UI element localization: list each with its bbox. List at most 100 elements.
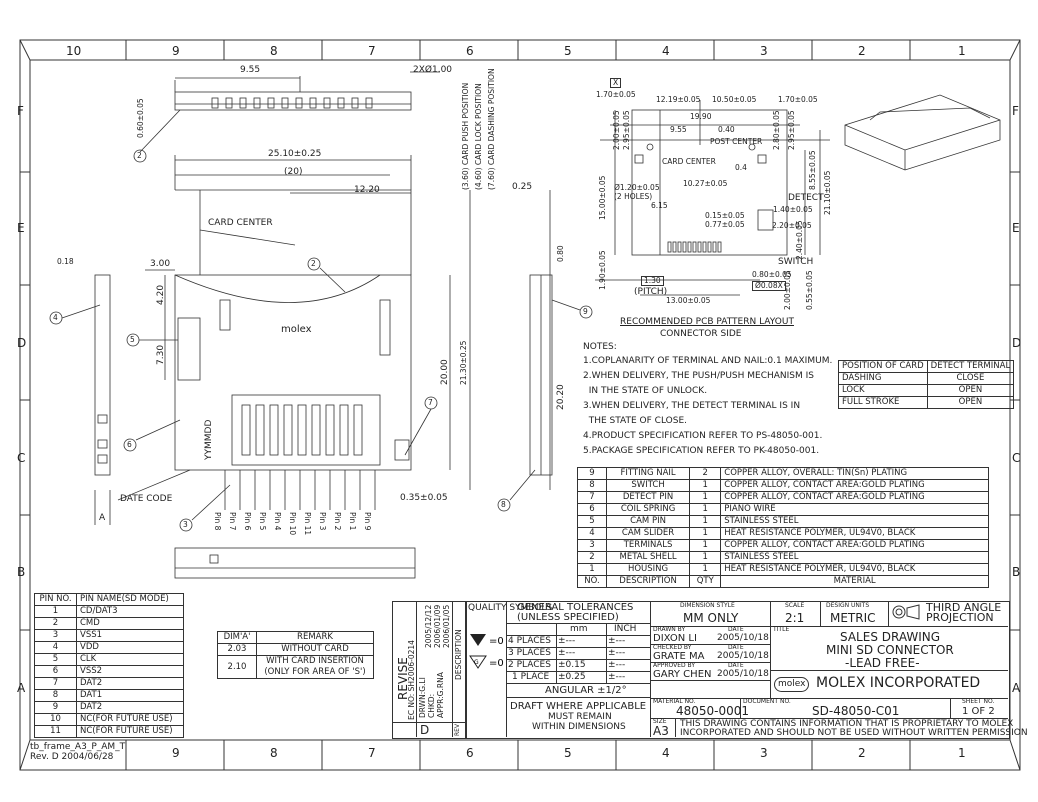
balloon-5-label: 5 bbox=[130, 335, 135, 344]
title-line-3: -LEAD FREE- bbox=[845, 656, 920, 670]
pin-h1: PIN NO. bbox=[34, 593, 77, 606]
pcb-dim-8-55: 8.55±0.05 bbox=[808, 150, 817, 190]
title-line-1: SALES DRAWING bbox=[840, 630, 941, 644]
dim-3-00: 3.00 bbox=[150, 259, 171, 269]
proprietary-line-1: THIS DRAWING CONTAINS INFORMATION THAT I… bbox=[680, 719, 1014, 729]
checked-by: GRATE MA bbox=[653, 651, 705, 662]
pcb-dim-10-50: 10.50±0.05 bbox=[712, 95, 757, 104]
detect-r2-c1: LOCK bbox=[838, 384, 928, 397]
quality-label: QUALITY SYMBOLS bbox=[468, 603, 553, 613]
dim-0-25: 0.25 bbox=[512, 182, 533, 192]
revise-block bbox=[392, 601, 467, 739]
bom-no: 3 bbox=[577, 539, 607, 552]
card-center-label: CARD CENTER bbox=[208, 218, 273, 228]
col-label-7: 7 bbox=[368, 44, 376, 58]
col-label-1: 1 bbox=[958, 44, 966, 58]
tol-row-mm: ±0.15 bbox=[558, 660, 586, 670]
col-label-2: 2 bbox=[858, 44, 866, 58]
molex-mark: molex bbox=[281, 324, 312, 335]
tol-row-mm: ±--- bbox=[558, 648, 576, 658]
bom-footer-no: NO. bbox=[577, 575, 607, 588]
pcb-dim-0-4: 0.4 bbox=[735, 163, 747, 172]
tol-row-inch: ±--- bbox=[608, 660, 626, 670]
bom-qty: 1 bbox=[689, 539, 722, 552]
scale-label: SCALE bbox=[785, 602, 805, 609]
bom-no: 2 bbox=[577, 551, 607, 564]
revise-chkd: CHKD: bbox=[427, 693, 436, 718]
bom-footer-material: MATERIAL bbox=[720, 575, 989, 588]
bom-desc: SWITCH bbox=[605, 479, 691, 492]
pin-name: CLK bbox=[76, 653, 184, 666]
balloon-9 bbox=[579, 305, 593, 319]
revise-date-2: 2006/01/09 bbox=[433, 604, 442, 648]
pin-label-11: Pin 11 bbox=[303, 512, 312, 536]
note-3b: THE STATE OF CLOSE. bbox=[583, 416, 687, 426]
balloon-7-label: 7 bbox=[428, 398, 433, 407]
dim-20-00: 20.00 bbox=[440, 359, 450, 385]
pin-name: VSS1 bbox=[76, 629, 184, 642]
pcb-dim-1-30: 1.30 bbox=[641, 276, 664, 286]
row-label-right-C: C bbox=[1012, 451, 1021, 465]
remark-dim: 2.10 bbox=[217, 655, 257, 679]
detect-r2-c2: OPEN bbox=[926, 384, 1015, 397]
left-side-view bbox=[94, 274, 111, 476]
row-label-F: F bbox=[17, 104, 24, 118]
col-label-bottom-6: 6 bbox=[466, 746, 474, 760]
main-view-contacts bbox=[241, 404, 363, 456]
pcb-switch: SWITCH bbox=[778, 257, 814, 267]
pin-label-7: Pin 7 bbox=[228, 512, 237, 531]
col-label-bottom-2: 2 bbox=[858, 746, 866, 760]
dim-25-10: 25.10±0.25 bbox=[268, 149, 322, 159]
dim-0-18: 0.18 bbox=[57, 257, 74, 266]
bom-material: HEAT RESISTANCE POLYMER, UL94V0, BLACK bbox=[720, 563, 989, 576]
pin-label-9: Pin 9 bbox=[363, 512, 372, 531]
balloon-8-label: 8 bbox=[501, 500, 506, 509]
col-label-3: 3 bbox=[760, 44, 768, 58]
pin-no: 3 bbox=[34, 629, 77, 642]
material-no-label: MATERIAL NO. bbox=[653, 698, 696, 705]
dim-0-60: 0.60±0.05 bbox=[136, 98, 145, 138]
pcb-dim-1-70a: 1.70±0.05 bbox=[596, 90, 636, 99]
balloon-1 bbox=[133, 149, 147, 163]
datum-x: X bbox=[610, 78, 622, 88]
pcb-dim-1-70b: 1.70±0.05 bbox=[778, 95, 818, 104]
bom-desc: COIL SPRING bbox=[605, 503, 691, 516]
remark-text: WITH CARD INSERTION (ONLY FOR AREA OF 'S… bbox=[256, 655, 374, 679]
pcb-dim-1-40: 1.40±0.05 bbox=[773, 205, 813, 214]
bom-no: 5 bbox=[577, 515, 607, 528]
col-label-5: 5 bbox=[564, 44, 572, 58]
approved-date-label: DATE bbox=[728, 662, 744, 669]
balloon-8 bbox=[497, 498, 511, 512]
col-label-bottom-3: 3 bbox=[760, 746, 768, 760]
pcb-dim-10-27: 10.27±0.05 bbox=[683, 179, 728, 188]
col-label-6: 6 bbox=[466, 44, 474, 58]
pin-h2: PIN NAME(SD MODE) bbox=[76, 593, 184, 606]
bom-material: PIANO WIRE bbox=[720, 503, 989, 516]
dim-7-30: 7.30 bbox=[156, 344, 166, 365]
bom-no: 1 bbox=[577, 563, 607, 576]
dim-holes: 2XØ1.00 bbox=[413, 65, 453, 75]
tol-row-label: 4 PLACES bbox=[508, 636, 551, 646]
svg-text:=0: =0 bbox=[489, 658, 504, 669]
tol-row-inch: ±--- bbox=[608, 636, 626, 646]
sheet-no: 1 OF 2 bbox=[962, 706, 995, 717]
row-label-right-F: F bbox=[1012, 104, 1019, 118]
pin-name: DAT1 bbox=[76, 689, 184, 702]
pcb-dim-0-80: 0.80±0.05 bbox=[752, 270, 792, 279]
projection-icon bbox=[892, 604, 920, 620]
revise-letter: D bbox=[420, 723, 430, 737]
quality-symbol-icons: =0 G=0 bbox=[469, 634, 504, 669]
pcb-two-holes: (2 HOLES) bbox=[614, 192, 653, 201]
molex-logo: molex bbox=[774, 677, 810, 692]
draft-note: DRAFT WHERE APPLICABLE bbox=[510, 701, 647, 712]
